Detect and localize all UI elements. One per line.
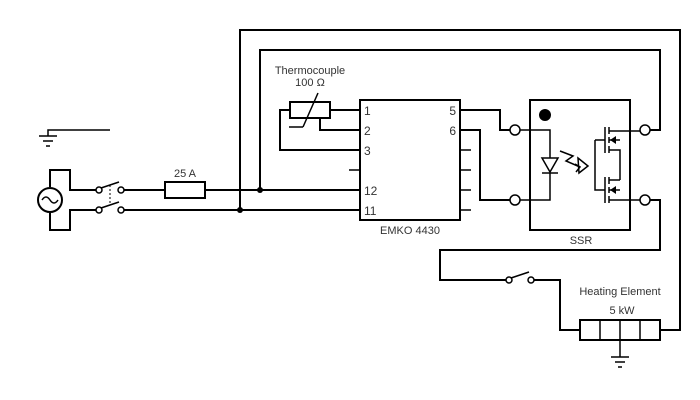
pin-6-label: 6 [449,124,456,138]
control-wire-plus [460,109,510,131]
thermocouple-label: Thermocouple [275,65,345,77]
ground-symbol-top [39,129,110,147]
sine-wave-icon [41,196,59,204]
pin-12-label: 12 [364,184,378,198]
pin-1-label: 1 [364,104,371,118]
pin-2-label: 2 [364,124,371,138]
heating-element [579,319,661,341]
fuse [164,181,206,199]
heater-power-label: 5 kW [609,305,635,317]
ssr-output-terminal-1 [639,124,651,136]
ground-symbol-bottom [611,340,629,368]
pin-3-label: 3 [364,144,371,158]
ssr-block [520,99,640,231]
ssr-indicator-dot [539,109,551,121]
pin-5-label: 5 [449,104,456,118]
ssr-to-switch-wire [439,199,661,281]
control-wire-minus [460,129,510,201]
ssr-output-terminal-2 [639,194,651,206]
main-switch [95,181,125,214]
ssr-input-terminal-1 [509,124,521,136]
ssr-label: SSR [570,235,593,247]
thermocouple [279,92,360,151]
neutral-to-heater-wire [239,29,681,331]
pin-11-label: 11 [364,204,377,218]
led-icon [540,157,560,174]
switch-to-heater-wire [534,279,580,331]
heater-switch [505,271,535,284]
heater-label: Heating Element [579,286,660,298]
fuse-rating-label: 25 A [174,168,197,180]
controller-block [349,99,471,221]
thermocouple-value-label: 100 Ω [295,77,325,89]
ac-source [37,169,100,231]
line-to-ssr-wire [259,49,661,190]
ssr-input-terminal-2 [509,194,521,206]
light-arrow-icon [559,150,581,168]
controller-label: EMKO 4430 [380,225,440,237]
